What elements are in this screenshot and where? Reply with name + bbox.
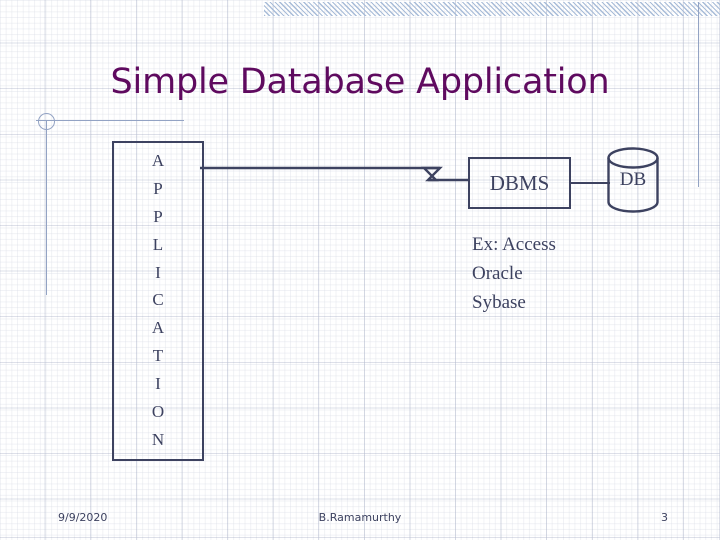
decorative-circle-icon <box>38 113 55 130</box>
footer-date: 9/9/2020 <box>58 511 108 524</box>
footer-page-number: 3 <box>661 511 668 524</box>
dbms-examples-list: Ex: Access Oracle Sybase <box>472 231 556 318</box>
application-box <box>112 141 204 461</box>
example-line: Sybase <box>472 291 526 313</box>
database-cylinder-icon <box>607 147 659 213</box>
example-line: Ex: Access <box>472 234 556 255</box>
decorative-vertical-rule-left <box>46 120 47 295</box>
dbms-box <box>468 157 571 209</box>
decorative-vertical-rule-right <box>698 2 699 187</box>
example-line: Oracle <box>472 262 523 284</box>
decorative-horizontal-rule <box>36 120 184 121</box>
page-title: Simple Database Application <box>110 62 610 102</box>
application-to-dbms-connector <box>200 166 468 182</box>
dbms-to-database-connector <box>570 182 610 184</box>
decorative-hatched-band <box>264 2 720 16</box>
footer-author: B.Ramamurthy <box>318 511 402 524</box>
